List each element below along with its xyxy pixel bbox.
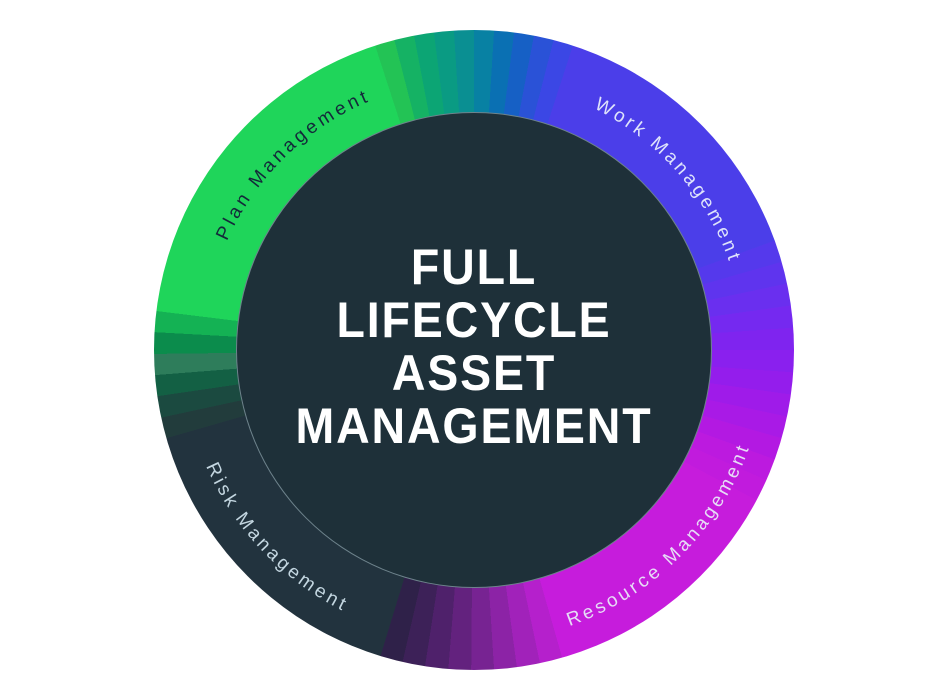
center-title-line-2: LIFECYCLE [336,292,612,348]
center-title-line-1: FULL [410,239,538,295]
center-disk [236,112,712,588]
center-title-line-4: MANAGEMENT [295,398,653,454]
center-title-line-3: ASSET [391,345,557,401]
center-title: FULL LIFECYCLE ASSET MANAGEMENT [295,241,652,453]
